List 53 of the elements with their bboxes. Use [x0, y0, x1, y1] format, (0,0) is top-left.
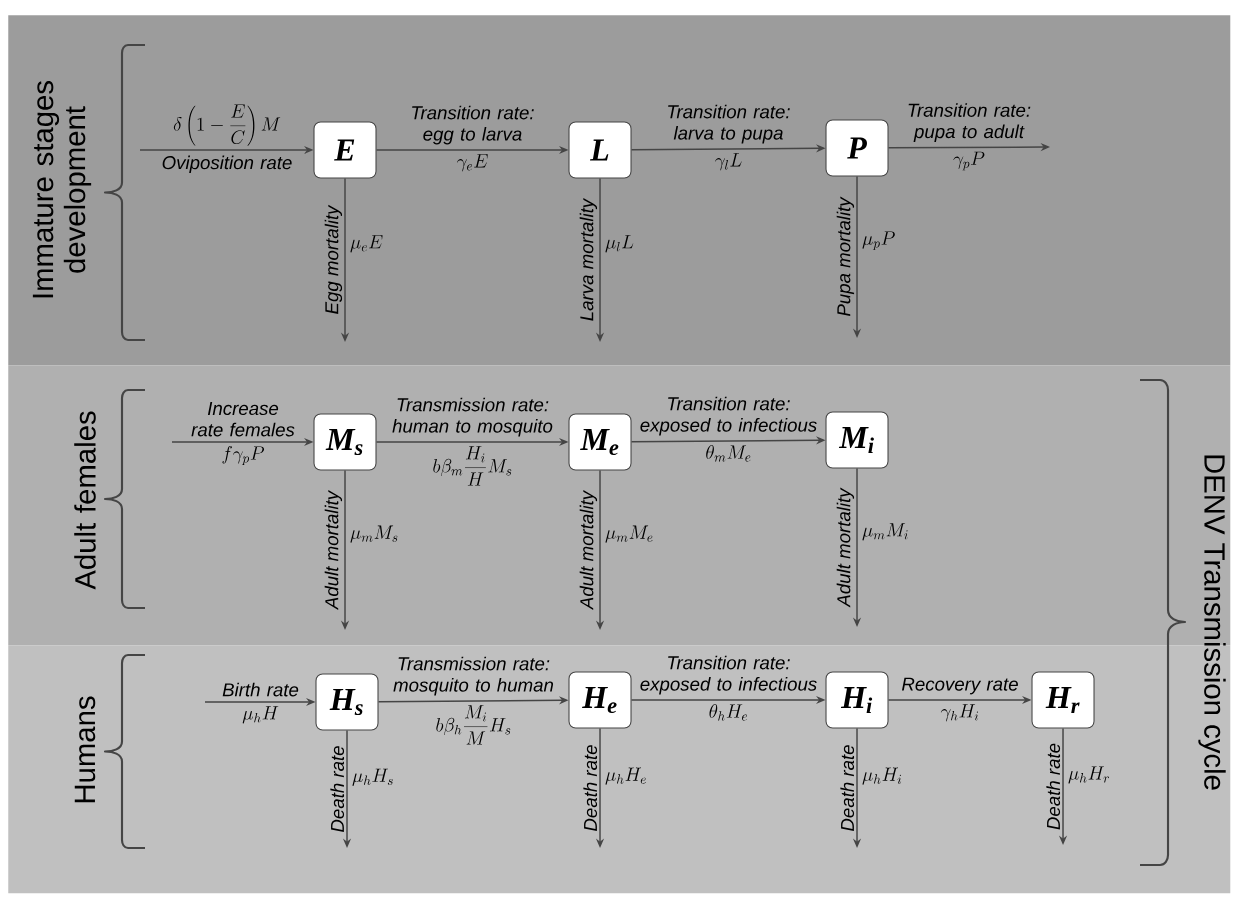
edge-label: Death rate: [840, 745, 855, 832]
compartment-box: M$_{s}$: [313, 413, 377, 471]
compartment-box: L: [568, 121, 632, 179]
rate-formula: $\mu_p P$: [862, 231, 895, 251]
edge-label: Adult mortality: [324, 489, 343, 611]
compartment-box: E: [313, 121, 377, 179]
rate-formula: $\mu_h H$: [242, 706, 279, 724]
rate-formula: $b\beta_m\frac{H_i}{H}M_s$: [433, 446, 512, 486]
edge-label: Death rate: [330, 746, 345, 833]
rate-formula: $\mu_h H_r$: [1068, 766, 1109, 784]
rate-formula: $\gamma_h H_i$: [940, 704, 979, 722]
edge-label: Adult mortality: [579, 489, 598, 611]
edge-label: Egg mortality: [324, 204, 343, 314]
compartment-box: M$_{i}$: [825, 411, 889, 469]
edge-label: Recovery rate: [901, 677, 1018, 695]
edge-label: Transition rate: pupa to adult: [908, 103, 1031, 142]
edge-label: Death rate: [583, 745, 598, 832]
edge-label: Transition rate: larva to pupa: [668, 104, 790, 144]
rate-formula: $\delta\left(1-\frac{E}{C}\right)M$: [173, 104, 281, 146]
compartment-box: H$_{s}$: [315, 673, 379, 731]
edge-label: Death rate: [1046, 743, 1061, 830]
edge-label: Transition rate: egg to larva: [412, 105, 534, 145]
compartment-box: M$_{e}$: [568, 413, 632, 471]
rate-formula: $\mu_h H_s$: [352, 768, 393, 786]
edge-label: Adult mortality: [836, 487, 855, 608]
compartment-box: H$_{i}$: [825, 671, 889, 729]
edge-label: Increase rate females: [191, 402, 295, 437]
rate-formula: $\theta_m M_e$: [706, 445, 751, 462]
rate-formula: $\mu_m M_i$: [862, 523, 908, 541]
rate-formula: $\gamma_l L$: [715, 153, 742, 171]
edge-label: Larva mortality: [579, 197, 598, 321]
rate-formula: $f\gamma_p P$: [222, 446, 265, 466]
edge-label: Oviposition rate: [162, 155, 292, 173]
compartment-box: P: [825, 119, 889, 177]
rate-formula: $\theta_h H_e$: [709, 704, 748, 721]
compartment-box: H$_{r}$: [1031, 671, 1095, 729]
edge-label: Transmission rate: human to mosquito: [392, 397, 553, 437]
bracket-label: DENV Transmission cycle: [1198, 455, 1226, 790]
compartment-box: H$_{e}$: [568, 671, 632, 729]
rate-formula: $\gamma_p P$: [953, 151, 985, 171]
edge-label: Birth rate: [222, 682, 299, 697]
rate-formula: $b\beta_h\frac{M_i}{M}H_s$: [436, 705, 511, 745]
rate-formula: $\mu_m M_s$: [350, 525, 398, 543]
edge-label: Transmission rate: mosquito to human: [393, 656, 554, 696]
rate-formula: $\mu_h H_e$: [605, 767, 646, 785]
edge-label: Transition rate: exposed to infectious: [640, 396, 817, 436]
rate-formula: $\mu_l L$: [605, 235, 634, 253]
rate-formula: $\gamma_e E$: [457, 154, 488, 172]
edge-label: Pupa mortality: [836, 196, 855, 317]
rate-formula: $\mu_m M_e$: [605, 525, 653, 543]
edge-label: Transition rate: exposed to infectious: [640, 655, 817, 695]
rate-formula: $\mu_h H_i$: [862, 767, 902, 785]
rate-formula: $\mu_e E$: [350, 235, 383, 253]
